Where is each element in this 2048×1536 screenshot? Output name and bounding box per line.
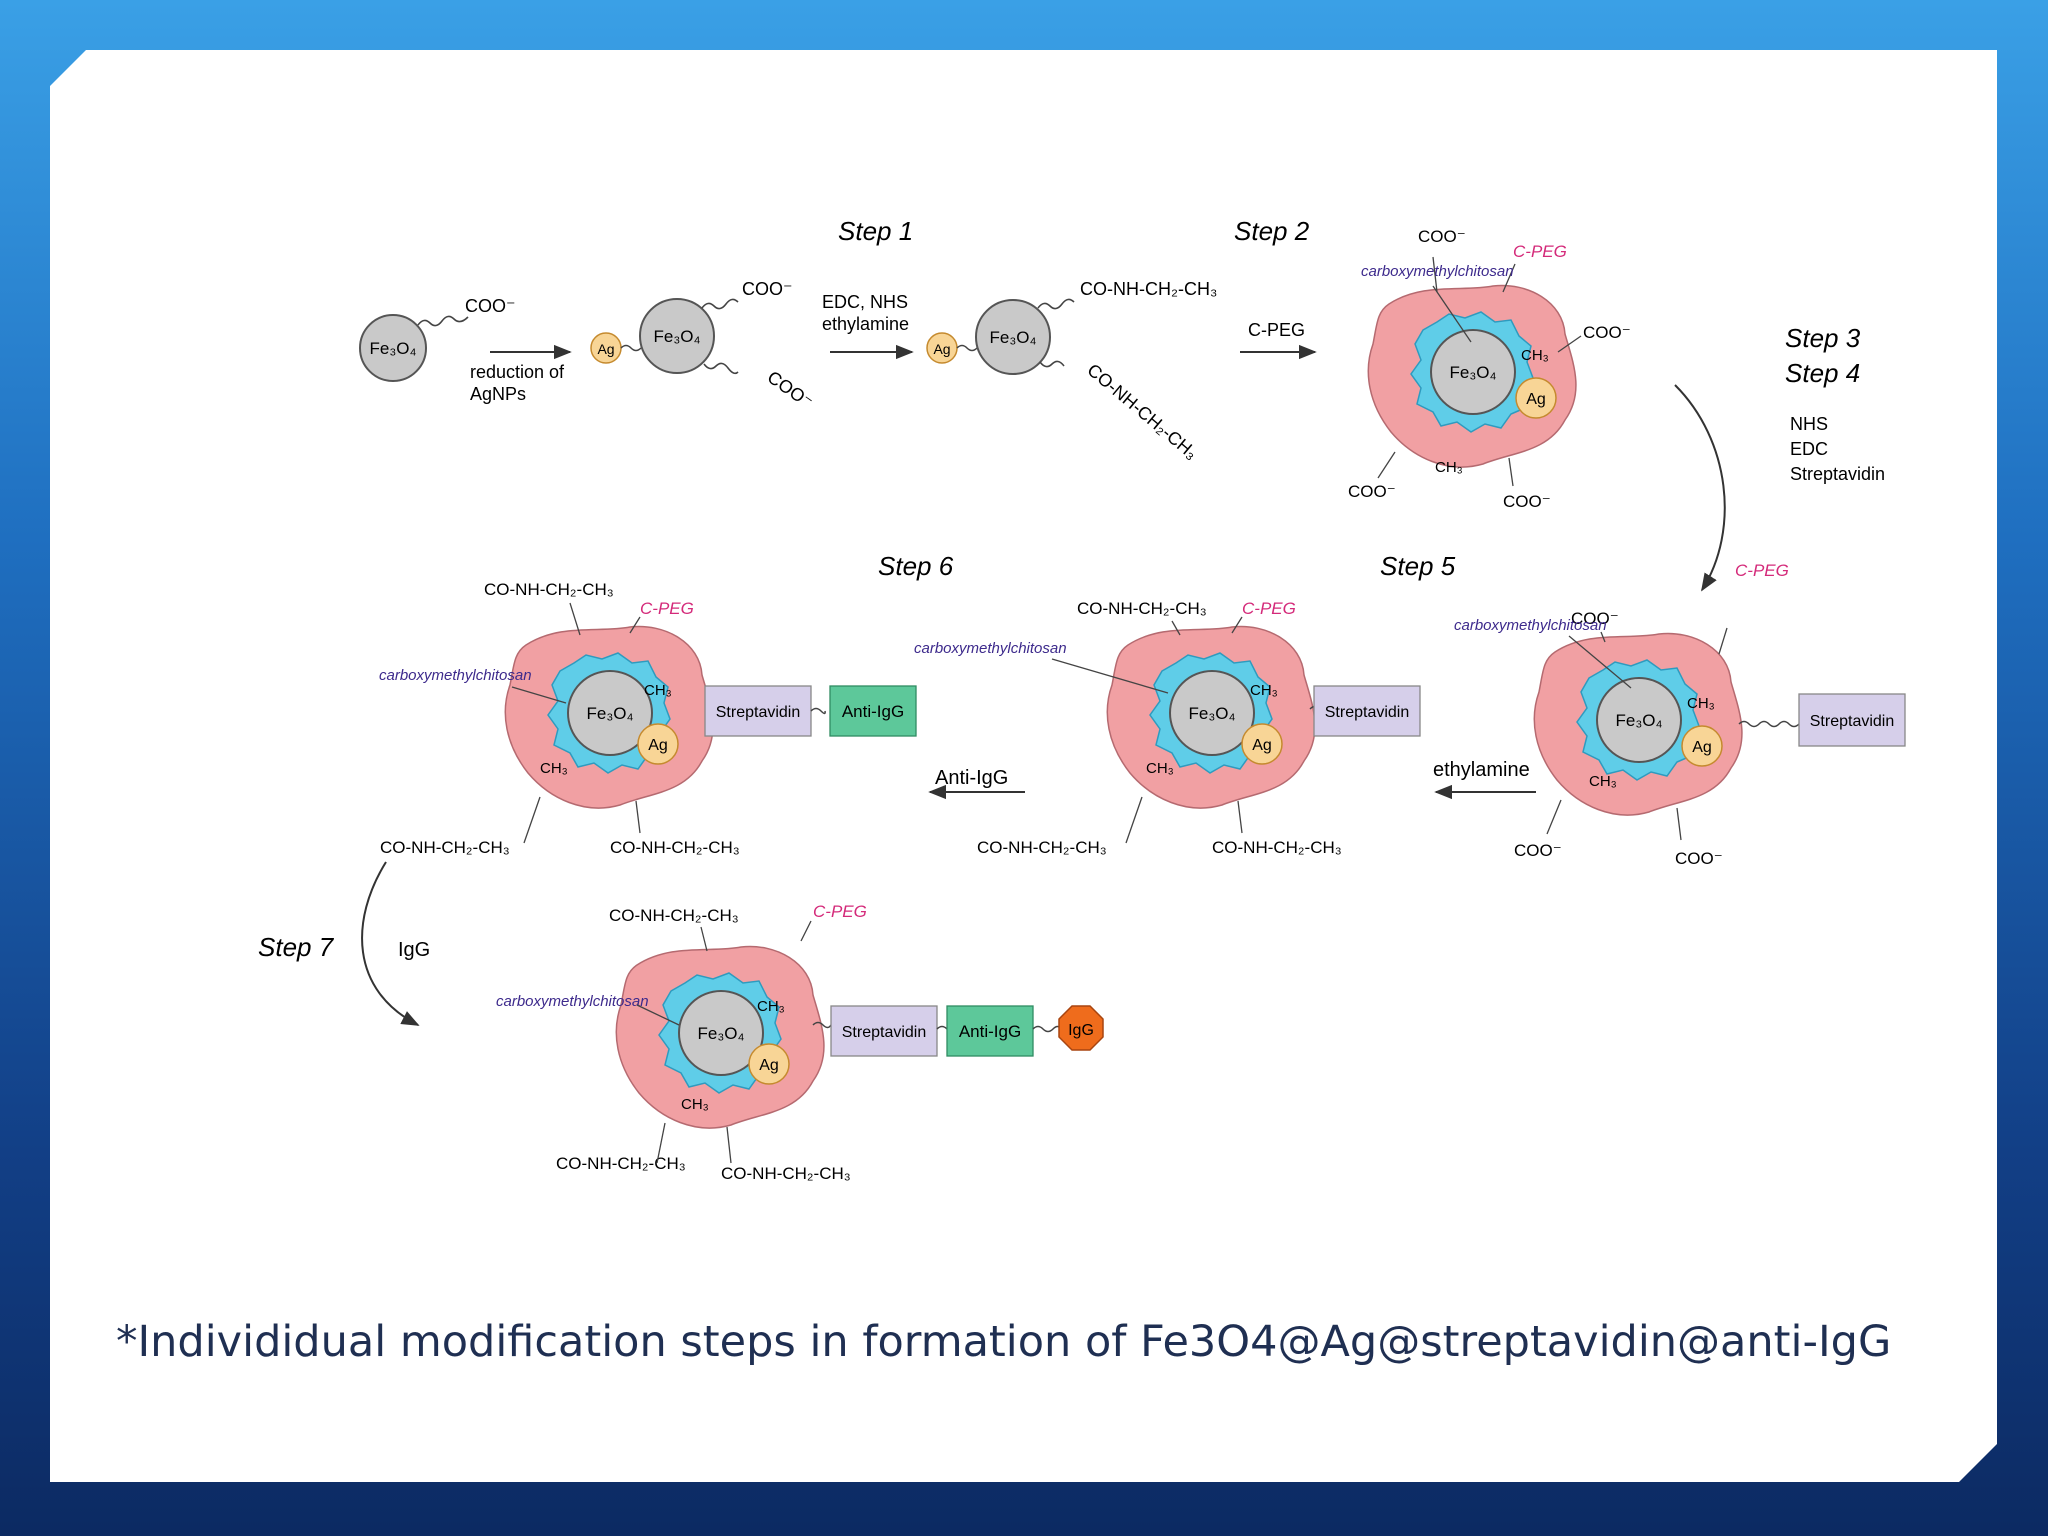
amide-label: CO-NH-CH₂-CH₃ [1080, 279, 1217, 299]
particle-step6: Fe₃O₄ Ag CH₃ CH₃ CO-NH-CH₂-CH₃ C-PEG car… [379, 580, 916, 857]
coo-label: COO⁻ [1675, 849, 1723, 868]
anti-igg-box-label: Anti-IgG [959, 1022, 1021, 1041]
particle-fe3o4-ag-coo: Ag Fe₃O₄ COO⁻ COO⁻ [591, 279, 817, 412]
ch3-label: CH₃ [540, 760, 568, 777]
fe3o4-label: Fe₃O₄ [654, 327, 701, 346]
reagent-reduction: reduction of [470, 362, 565, 382]
amide-label: CO-NH-CH₂-CH₃ [484, 580, 614, 599]
particle-streptavidin-step4: Fe₃O₄ Ag CH₃ CH₃ COO⁻ C-PEG carboxymethy… [1454, 561, 1905, 868]
arrow-step7 [362, 862, 418, 1025]
amide-label: CO-NH-CH₂-CH₃ [977, 838, 1107, 857]
fe3o4-label: Fe₃O₄ [370, 339, 417, 358]
reagent-ethylamine: ethylamine [822, 314, 909, 334]
coo-label: COO⁻ [764, 367, 817, 412]
ag-label: Ag [597, 341, 614, 357]
ch3-label: CH₃ [1146, 760, 1174, 777]
step-6-label: Step 6 [878, 551, 954, 581]
coo-label: COO⁻ [742, 279, 793, 299]
slide: Fe₃O₄ COO⁻ reduction of AgNPs Ag Fe₃O₄ C… [50, 50, 1997, 1482]
ch3-label: CH₃ [1250, 682, 1278, 699]
igg-label: IgG [1068, 1022, 1094, 1039]
coo-label: COO⁻ [1514, 841, 1562, 860]
ch3-label: CH₃ [1521, 347, 1549, 364]
particle-fe3o4-initial: Fe₃O₄ COO⁻ [360, 296, 516, 381]
streptavidin-box-label: Streptavidin [842, 1024, 927, 1041]
amide-label: CO-NH-CH₂-CH₃ [380, 838, 510, 857]
fe3o4-label: Fe₃O₄ [1450, 363, 1497, 382]
chitosan-label: carboxymethylchitosan [914, 640, 1067, 657]
ch3-label: CH₃ [1435, 459, 1463, 476]
fe3o4-label: Fe₃O₄ [587, 704, 634, 723]
ch3-label: CH₃ [757, 998, 785, 1015]
amide-label: CO-NH-CH₂-CH₃ [1077, 599, 1207, 618]
cpeg-label: C-PEG [1735, 561, 1789, 580]
amide-label: CO-NH-CH₂-CH₃ [609, 906, 739, 925]
streptavidin-box-label: Streptavidin [1810, 713, 1895, 730]
coo-label: COO⁻ [465, 296, 516, 316]
ch3-label: CH₃ [644, 682, 672, 699]
ag-label: Ag [648, 737, 668, 754]
reagent-igg: IgG [398, 939, 430, 961]
modification-scheme-diagram: Fe₃O₄ COO⁻ reduction of AgNPs Ag Fe₃O₄ C… [50, 50, 1997, 1250]
anti-igg-box-label: Anti-IgG [842, 702, 904, 721]
reagent-edc: EDC [1790, 439, 1828, 459]
reagent-ethylamine-s5: ethylamine [1433, 759, 1530, 781]
step-1-label: Step 1 [838, 216, 913, 246]
reagent-agnps: AgNPs [470, 384, 526, 404]
fe3o4-label: Fe₃O₄ [990, 328, 1037, 347]
step-3-label: Step 3 [1785, 323, 1861, 353]
chitosan-label: carboxymethylchitosan [1454, 617, 1607, 634]
ag-label: Ag [1252, 737, 1272, 754]
cpeg-label: C-PEG [813, 902, 867, 921]
amide-label: CO-NH-CH₂-CH₃ [1212, 838, 1342, 857]
ch3-label: CH₃ [1687, 695, 1715, 712]
fe3o4-label: Fe₃O₄ [698, 1024, 745, 1043]
coo-label: COO⁻ [1348, 482, 1396, 501]
step-4-label: Step 4 [1785, 358, 1860, 388]
fe3o4-label: Fe₃O₄ [1616, 711, 1663, 730]
slide-caption: *Individidual modification steps in form… [116, 1317, 1892, 1367]
amide-label: CO-NH-CH₂-CH₃ [1083, 360, 1201, 464]
step-2-label: Step 2 [1234, 216, 1310, 246]
ag-label: Ag [1692, 739, 1712, 756]
amide-label: CO-NH-CH₂-CH₃ [721, 1164, 851, 1183]
coo-label: COO⁻ [1571, 609, 1619, 628]
reagent-cpeg: C-PEG [1248, 320, 1305, 340]
step-5-label: Step 5 [1380, 551, 1456, 581]
ch3-label: CH₃ [681, 1096, 709, 1113]
reagent-nhs: NHS [1790, 414, 1828, 434]
coo-label: COO⁻ [1503, 492, 1551, 511]
streptavidin-box-label: Streptavidin [716, 704, 801, 721]
arrow-step34 [1675, 385, 1725, 590]
particle-step5: Fe₃O₄ Ag CH₃ CH₃ CO-NH-CH₂-CH₃ C-PEG car… [914, 599, 1420, 857]
amide-label: CO-NH-CH₂-CH₃ [556, 1154, 686, 1173]
reagent-edc-nhs: EDC, NHS [822, 292, 908, 312]
ag-label: Ag [1526, 391, 1546, 408]
streptavidin-box-label: Streptavidin [1325, 704, 1410, 721]
particle-fe3o4-ag-amide: Ag Fe₃O₄ CO-NH-CH₂-CH₃ CO-NH-CH₂-CH₃ [927, 279, 1217, 463]
chitosan-label: carboxymethylchitosan [379, 667, 532, 684]
cpeg-label: C-PEG [1242, 599, 1296, 618]
amide-label: CO-NH-CH₂-CH₃ [610, 838, 740, 857]
cpeg-label: C-PEG [1513, 242, 1567, 261]
ag-label: Ag [759, 1057, 779, 1074]
particle-coated-step2: Fe₃O₄ Ag COO⁻ C-PEG carboxymethylchitosa… [1348, 227, 1631, 511]
reagent-streptavidin: Streptavidin [1790, 464, 1885, 484]
ch3-label: CH₃ [1589, 773, 1617, 790]
coo-label: COO⁻ [1418, 227, 1466, 246]
ag-label: Ag [933, 341, 950, 357]
coo-label: COO⁻ [1583, 323, 1631, 342]
particle-final: Fe₃O₄ Ag CH₃ CH₃ CO-NH-CH₂-CH₃ C-PEG car… [496, 902, 1103, 1183]
chitosan-label: carboxymethylchitosan [1361, 263, 1514, 280]
step-7-label: Step 7 [258, 932, 335, 962]
cpeg-label: C-PEG [640, 599, 694, 618]
reagent-anti-igg: Anti-IgG [935, 767, 1008, 789]
fe3o4-label: Fe₃O₄ [1189, 704, 1236, 723]
chitosan-label: carboxymethylchitosan [496, 993, 649, 1010]
